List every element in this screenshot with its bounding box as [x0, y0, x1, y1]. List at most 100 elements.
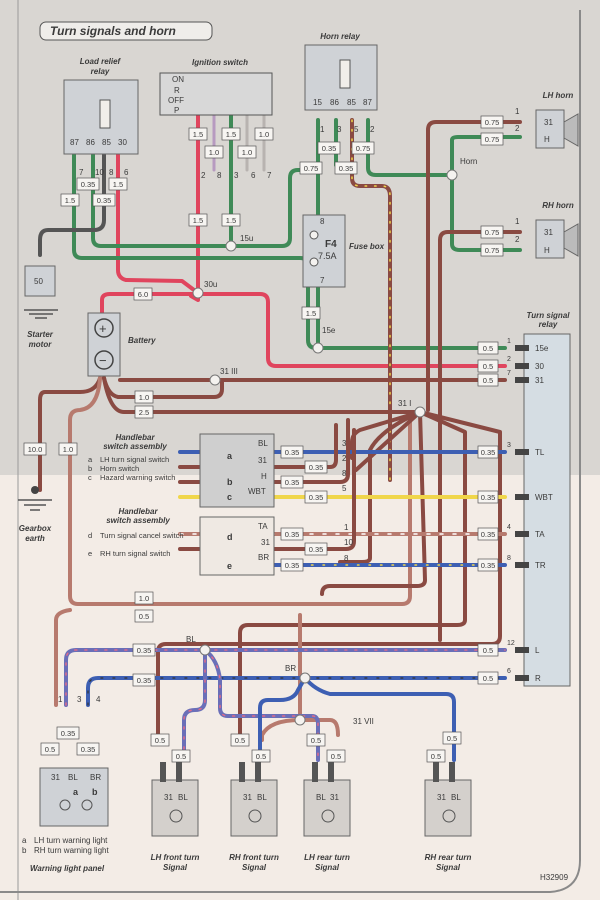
wire-gauge: 1.5 — [188, 127, 208, 141]
lrr-terminal-30: 30 — [118, 138, 127, 147]
wire-gauge: 0.35 — [280, 558, 304, 572]
lamp-connector — [255, 762, 261, 782]
hr-pin-5: 5 — [354, 125, 359, 134]
svg-text:0.35: 0.35 — [137, 646, 152, 655]
wire-blue-br-bus-dots — [87, 677, 506, 706]
wire-red-battery — [100, 292, 507, 368]
lamp-housing — [230, 779, 278, 837]
junction-label-15u: 15u — [240, 234, 253, 243]
wire-brown-lower-1.0 — [68, 376, 412, 606]
lamp-terminal: BL — [316, 793, 326, 802]
svg-text:1.5: 1.5 — [193, 216, 203, 225]
wlp-terminal-31: 31 — [51, 773, 60, 782]
battery-minus: − — [99, 353, 107, 368]
wire-blue-bl-drops-dots — [183, 649, 319, 761]
svg-text:10.0: 10.0 — [28, 445, 43, 454]
hb2-label-2: switch assembly — [106, 516, 170, 525]
horn-icon — [563, 223, 579, 257]
svg-text:0.35: 0.35 — [481, 448, 496, 457]
svg-text:1.5: 1.5 — [113, 180, 123, 189]
rh-horn-terminal-31: 31 — [544, 228, 553, 237]
tsr-pin-number: 6 — [507, 668, 511, 675]
wire-gauge: 0.75 — [480, 225, 504, 239]
svg-text:1.0: 1.0 — [139, 393, 149, 402]
wire-brown-31vii — [260, 613, 340, 742]
hr-pin-3: 3 — [337, 125, 342, 134]
lrr-pin-6: 6 — [124, 168, 129, 177]
switch-d: d — [227, 532, 233, 542]
hb1-terminal-h: H — [261, 472, 267, 481]
title-box — [39, 21, 213, 41]
tsr-connector — [515, 494, 529, 500]
wire-gauge: 1.0 — [204, 145, 224, 159]
svg-text:0.5: 0.5 — [331, 752, 341, 761]
wire-brown-lhhorn31 — [426, 120, 522, 412]
svg-text:0.35: 0.35 — [97, 196, 112, 205]
wire-brown-2.5 — [102, 376, 422, 414]
lrr-pin-8: 8 — [109, 168, 114, 177]
wire-blue-bl-bus-dots — [65, 649, 506, 706]
svg-text:0.5: 0.5 — [235, 736, 245, 745]
svg-text:0.5: 0.5 — [311, 736, 321, 745]
wire-gauge: 1.0 — [134, 390, 154, 404]
hr-terminal-85: 85 — [347, 98, 356, 107]
lamp-label: RH rear turn — [425, 853, 472, 862]
tsr-connector — [515, 449, 529, 455]
junction-30u — [192, 287, 204, 299]
lamp-icon — [81, 799, 93, 811]
hb2-pin-1: 1 — [344, 523, 349, 532]
tsr-connector — [515, 562, 529, 568]
wire-gauge: 0.5 — [426, 749, 446, 763]
svg-text:0.35: 0.35 — [309, 463, 324, 472]
hb1-legend-a-key: a — [88, 455, 93, 464]
svg-text:1.0: 1.0 — [209, 148, 219, 157]
tsr-wire-gauge: 0.35 — [477, 558, 499, 572]
svg-text:0.35: 0.35 — [81, 180, 96, 189]
tsr-wire-gauge: 0.35 — [477, 490, 499, 504]
wlp-terminal-br: BR — [90, 773, 101, 782]
svg-text:0.5: 0.5 — [483, 376, 493, 385]
wlp-legend-b: RH turn warning light — [34, 846, 109, 855]
wlp-pin-3: 3 — [77, 695, 82, 704]
junction-label-bl: BL — [186, 635, 196, 644]
svg-text:0.5: 0.5 — [139, 612, 149, 621]
hb2-pin-10: 10 — [344, 538, 353, 547]
fuse-icon — [309, 230, 319, 240]
wire-gauge: 0.35 — [76, 177, 100, 191]
hb1-legend-b-key: b — [88, 464, 92, 473]
fuse-id: F4 — [325, 239, 337, 250]
svg-text:0.5: 0.5 — [483, 674, 493, 683]
tsr-pin-number: 4 — [507, 524, 511, 531]
wire-gauge: 0.35 — [92, 193, 116, 207]
tsr-connector — [515, 345, 529, 351]
wire-gauge: 0.35 — [76, 742, 100, 756]
svg-text:6.0: 6.0 — [138, 290, 148, 299]
svg-text:0.35: 0.35 — [285, 530, 300, 539]
tsr-pin-number: 1 — [507, 338, 511, 345]
lamp-label: RH front turn — [229, 853, 279, 862]
starter-motor: 50 Starter motor — [24, 265, 58, 349]
wire-gauge: 0.75 — [480, 115, 504, 129]
svg-text:0.5: 0.5 — [256, 752, 266, 761]
wire-gauge: 10.0 — [23, 442, 47, 456]
lrr-terminal-87: 87 — [70, 138, 79, 147]
wire-gauge: 0.5 — [171, 749, 191, 763]
lamp-housing — [424, 779, 472, 837]
wire-green-87 — [366, 118, 454, 177]
tsr-wire-gauge: 0.35 — [477, 445, 499, 459]
battery-body — [87, 312, 121, 377]
starter-terminal: 50 — [34, 277, 43, 286]
starter-motor-body — [24, 265, 56, 297]
lamp-housing — [303, 779, 351, 837]
junction-br — [299, 672, 311, 684]
svg-text:0.35: 0.35 — [285, 561, 300, 570]
lamp-connector — [160, 762, 166, 782]
lamp-label: Signal — [436, 863, 461, 872]
tsr-terminal-label: L — [535, 646, 540, 655]
hb1-label-2: switch assembly — [103, 442, 167, 451]
lh-horn-label: LH horn — [543, 91, 574, 100]
lh-horn-body — [535, 109, 565, 149]
hb1-legend-c: Hazard warning switch — [100, 473, 175, 482]
lrr-pin-7: 7 — [79, 168, 84, 177]
